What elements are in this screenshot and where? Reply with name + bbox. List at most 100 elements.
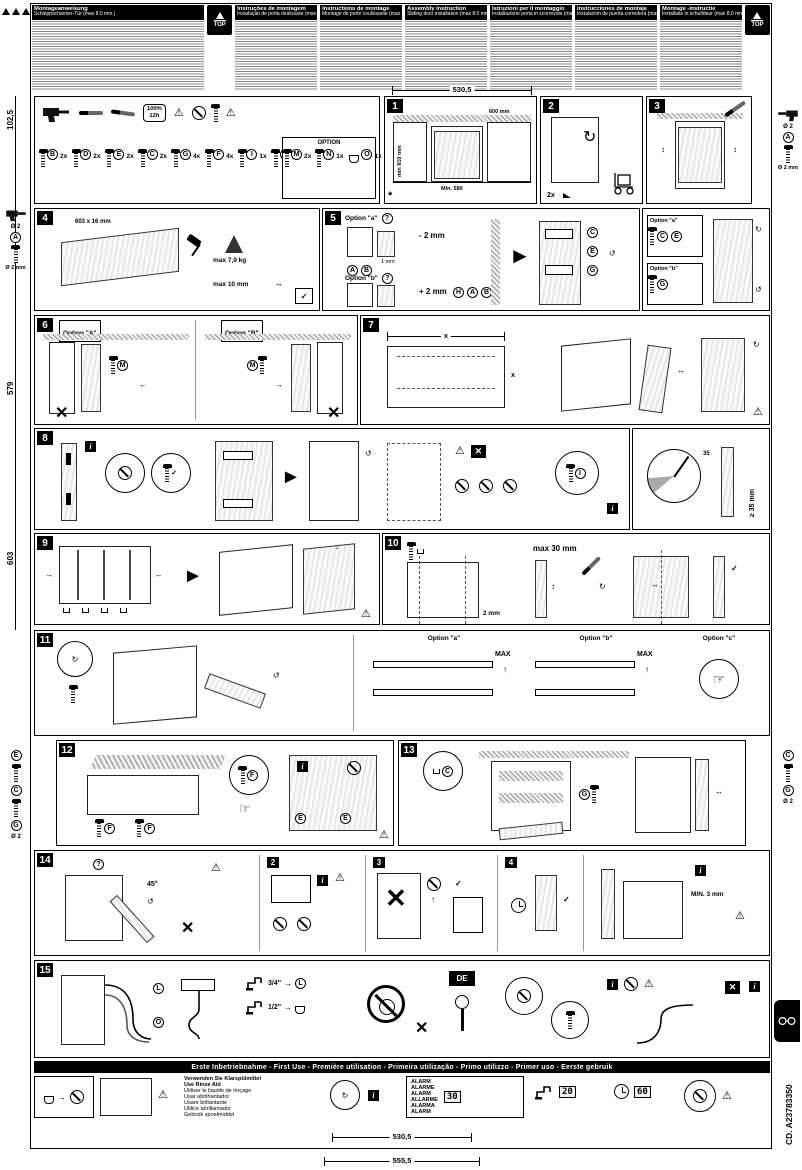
screw-icon [108, 356, 118, 374]
rinse-line: Verwenden Sie Klarspülmittel [184, 1076, 262, 1082]
option-a-label: Option "A" [63, 330, 97, 337]
valve-detail [551, 1001, 589, 1039]
cross-icon: ✕ [415, 1020, 429, 1037]
x-dimension-label: x [511, 372, 515, 379]
info-icon: i [695, 865, 706, 876]
screw-icon [647, 227, 657, 245]
sub-step-number: 4 [505, 857, 517, 868]
hardware-item: O 1x [349, 149, 382, 163]
part-count: 1x [336, 153, 344, 160]
bottom-dimension-label: 530,5 [389, 1132, 415, 1141]
prohibition-icon [517, 989, 531, 1003]
screw-icon [566, 464, 575, 482]
furniture-door-drawing [61, 227, 179, 287]
option-b-parts: H A B [453, 287, 492, 298]
black-cross-box: ✕ [470, 445, 486, 458]
step-8-panel: 8 i ✓ ► ↺ ⚠ ✕ I i [34, 428, 630, 530]
dishwasher-door-drawing [434, 131, 480, 179]
prohibition-icon [118, 466, 132, 480]
lang-subtitle: Installazione porta in scorrevole (max 8… [492, 11, 573, 18]
hardware-item: M 2x [282, 149, 312, 167]
check-icon: ✓ [300, 291, 308, 301]
option-c-section: Option "c" ☞ [671, 635, 767, 731]
option-label: OPTION [317, 140, 341, 146]
prohibition-icon [273, 917, 287, 931]
rail-line [103, 550, 105, 600]
body-text [235, 21, 318, 91]
body-text [320, 21, 403, 91]
screw-icon [11, 764, 21, 782]
step-number: 10 [385, 536, 401, 550]
prohibition-icon [693, 1089, 707, 1103]
info-icon: i [607, 978, 618, 990]
page-frame [30, 3, 772, 1149]
black-cross-box: ✕ [725, 981, 740, 994]
part-letter: M [291, 149, 302, 160]
drill-diameter-label: Ø 2 [11, 834, 21, 840]
template-guide-line [397, 388, 495, 389]
rinse-line: Usar abrilhantador [184, 1094, 230, 1100]
floor-line [393, 182, 531, 183]
clock-icon [614, 1084, 629, 1099]
part-letter: G [10, 820, 22, 831]
check-icon: ✓ [455, 879, 462, 888]
lang-col-de: Montageanweisung Schleppscharnier-Tür (m… [32, 5, 205, 93]
step-6-panel: 6 Option "A" ✕ M ← Option "B" ✕ M → [34, 315, 358, 425]
angle-label: 35 [703, 451, 710, 457]
rinse-line: Utilice abrillantador [184, 1106, 231, 1112]
part-letter: L [295, 977, 307, 989]
step-7-panel: 7 x x ↔ ⚠ ↻ [360, 315, 770, 425]
check-icon: ✓ [731, 564, 738, 573]
step-number: 5 [325, 211, 341, 225]
dishwasher-front-drawing [407, 562, 479, 618]
prohibition-icon [367, 985, 405, 1023]
screw-icon [406, 542, 416, 560]
triangle-mark-icon [2, 8, 10, 15]
lang-title: Montage -instructie [661, 6, 716, 12]
step-number: 7 [363, 318, 379, 332]
body-text [490, 21, 573, 91]
step-number: 6 [37, 318, 53, 332]
center-dash-line [661, 550, 662, 624]
rack-rail-drawing [373, 661, 493, 668]
delta-b-label: + 2 mm [419, 287, 447, 296]
rotate-arrow-icon: ↺ [147, 897, 154, 906]
aquastop-note: ⚠ [684, 1080, 732, 1112]
option-a-section: Option "a" MAX ↑ [365, 635, 523, 731]
part-count: 2x [126, 153, 134, 160]
step-number: 14 [37, 853, 53, 867]
drill-diameter-mm-label: Ø 2 mm [777, 165, 799, 171]
top-badge: TOP [744, 5, 770, 35]
step-number: 15 [37, 963, 53, 977]
dishwasher-door-drawing [678, 127, 722, 183]
screwdriver-icon [79, 111, 103, 115]
part-letter: I [574, 467, 586, 479]
part-letter: E [10, 750, 22, 761]
option-a-label: Option "a" [427, 635, 461, 642]
part-count: 2x [304, 153, 312, 160]
hand-icon: ☞ [712, 670, 726, 687]
step-3-panel: 3 ↕ ↕ [646, 96, 752, 204]
step-number: 11 [37, 633, 53, 647]
arrow-right-icon: → [275, 380, 283, 389]
alarm-label: ALARMA [411, 1103, 435, 1109]
arrow-right-icon: → [45, 570, 53, 579]
water-alarm-group: 20 [534, 1084, 576, 1100]
lang-col-fr: Instructions de montage Montage de porte… [320, 5, 403, 93]
hose-warning-group: i ⚠ [607, 977, 654, 991]
rotate-arrow-icon: ↺ [755, 285, 762, 294]
screw-icon [565, 1011, 575, 1029]
fixing-points: F F [94, 819, 155, 837]
part-letter: E [340, 813, 351, 824]
part-letter: L [153, 983, 164, 994]
alarm-code-display: 30 [443, 1091, 461, 1103]
door-drawing [81, 344, 101, 412]
screw-icon [211, 104, 221, 122]
gap-label: 1 mm [381, 259, 395, 265]
bottom-dimension-1: 530,5 [332, 1132, 472, 1142]
door-edge-drawing [61, 443, 77, 521]
angle-label: 45° [147, 881, 158, 888]
bracket-parts: C E G [587, 227, 598, 276]
screw-icon [68, 685, 78, 703]
furniture-door-drawing [309, 441, 359, 521]
